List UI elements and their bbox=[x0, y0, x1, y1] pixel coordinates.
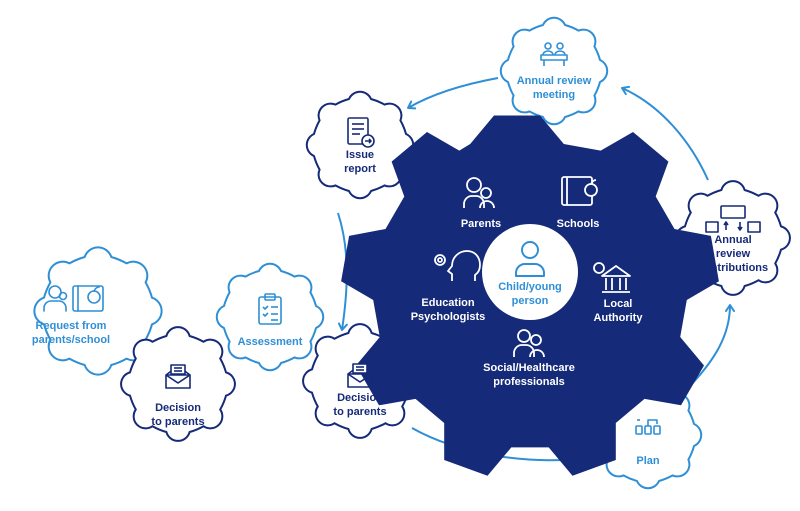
gear-issue-report bbox=[305, 90, 415, 200]
label-local-authority: Local Authority bbox=[593, 298, 643, 324]
schools-icon bbox=[561, 176, 598, 206]
gear-assessment bbox=[215, 262, 325, 372]
clipboard-icon bbox=[258, 293, 282, 325]
label-assessment: Assessment bbox=[237, 336, 303, 348]
person-icon bbox=[515, 241, 545, 277]
label-decision-left: Decision to parents bbox=[151, 402, 205, 428]
healthcare-icon bbox=[513, 329, 545, 358]
label-annual-review-meeting: Annual review meeting bbox=[516, 75, 592, 101]
local-authority-icon bbox=[593, 262, 631, 293]
parents-icon bbox=[463, 177, 495, 209]
contributions-icon bbox=[705, 205, 761, 233]
label-issue-report: Issue report bbox=[344, 149, 376, 175]
label-child-young-person: Child/young person bbox=[498, 281, 562, 307]
label-education-psychologists: Education Psychologists bbox=[410, 297, 486, 323]
arrow-meeting-to-issue-report bbox=[407, 77, 499, 110]
label-schools: Schools bbox=[556, 218, 600, 230]
label-plan: Plan bbox=[636, 455, 660, 467]
report-icon bbox=[347, 117, 375, 148]
central-hub bbox=[482, 224, 578, 320]
label-annual-review-contributions: Annual review contributions bbox=[697, 234, 769, 274]
gear-annual-review-meeting bbox=[499, 16, 609, 126]
label-social-healthcare: Social/Healthcare professionals bbox=[483, 362, 575, 388]
label-parents: Parents bbox=[460, 218, 502, 230]
psychologist-icon bbox=[434, 250, 481, 281]
meeting-icon bbox=[540, 42, 568, 66]
request-icon bbox=[43, 285, 104, 312]
label-decision-right: Decision to parents bbox=[333, 392, 387, 418]
plan-icon bbox=[635, 419, 661, 435]
gear-decision-left bbox=[120, 326, 236, 442]
envelope-icon-left bbox=[165, 364, 191, 389]
arrow-contributions-to-meeting bbox=[621, 85, 709, 181]
envelope-icon-right bbox=[347, 363, 373, 388]
label-request: Request from parents/school bbox=[31, 320, 111, 346]
